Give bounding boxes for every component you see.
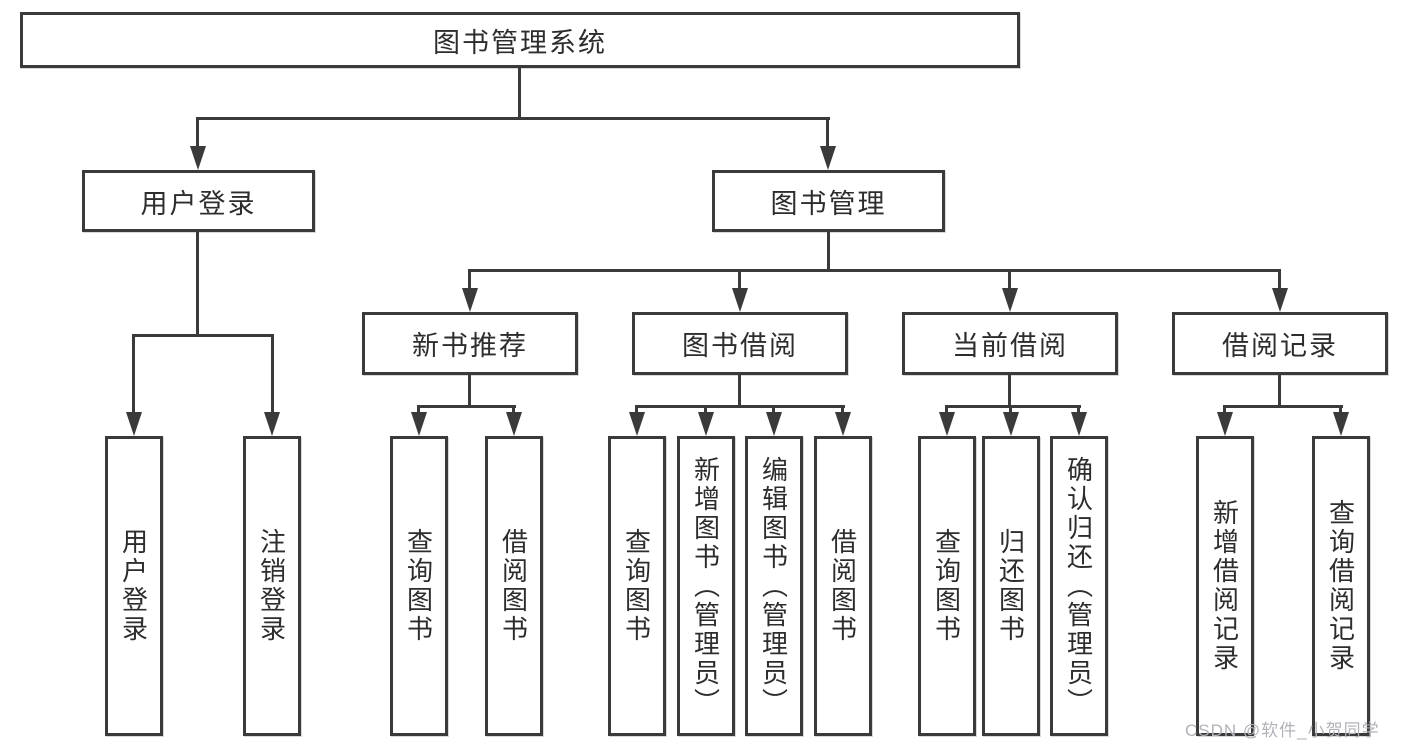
arrowhead-down-icon xyxy=(1002,288,1018,312)
connector-stub xyxy=(1278,269,1281,291)
leaf-user-login: 用户登录 xyxy=(105,436,163,736)
leaf-query-books-recommend: 查询图书 xyxy=(390,436,448,736)
arrowhead-down-icon xyxy=(939,412,955,436)
leaf-query-books-current: 查询图书 xyxy=(918,436,976,736)
connector-stub xyxy=(1077,405,1080,415)
connector-stub xyxy=(512,405,515,415)
arrowhead-down-icon xyxy=(506,412,522,436)
node-user-login: 用户登录 xyxy=(82,170,315,232)
leaf-edit-book-admin: 编辑图书（管理员） xyxy=(745,436,803,736)
connector-stem xyxy=(468,375,471,407)
connector-stub xyxy=(945,405,948,415)
leaf-borrow-books: 借阅图书 xyxy=(814,436,872,736)
connector-stub xyxy=(841,405,844,415)
arrowhead-down-icon xyxy=(190,146,206,170)
connector-stub xyxy=(772,405,775,415)
connector-stem xyxy=(827,232,830,272)
node-new-book-recommend: 新书推荐 xyxy=(362,312,578,375)
leaf-return-books: 归还图书 xyxy=(982,436,1040,736)
arrowhead-down-icon xyxy=(732,288,748,312)
csdn-watermark: CSDN @软件_小贺同学 xyxy=(1185,721,1380,740)
leaf-add-borrow-record: 新增借阅记录 xyxy=(1196,436,1254,736)
arrowhead-down-icon xyxy=(462,288,478,312)
connector-rail xyxy=(133,334,274,337)
connector-stub xyxy=(1009,405,1012,415)
arrowhead-down-icon xyxy=(411,412,427,436)
arrowhead-down-icon xyxy=(835,412,851,436)
arrowhead-down-icon xyxy=(264,412,280,436)
connector-rail xyxy=(636,405,845,408)
connector-stub xyxy=(826,117,829,149)
arrowhead-down-icon xyxy=(698,412,714,436)
leaf-add-book-admin: 新增图书（管理员） xyxy=(677,436,735,736)
node-current-borrowing: 当前借阅 xyxy=(902,312,1118,375)
connector-stub xyxy=(704,405,707,415)
connector-stub xyxy=(738,269,741,291)
connector-stem xyxy=(1278,375,1281,407)
leaf-query-books-borrow: 查询图书 xyxy=(608,436,666,736)
connector-root-stem xyxy=(518,68,521,118)
connector-stub xyxy=(196,117,199,149)
connector-rail xyxy=(1223,405,1343,408)
arrowhead-down-icon xyxy=(766,412,782,436)
node-borrowing-records: 借阅记录 xyxy=(1172,312,1388,375)
connector-stem xyxy=(196,232,199,336)
arrowhead-down-icon xyxy=(1272,288,1288,312)
connector-stub xyxy=(1008,269,1011,291)
connector-rail xyxy=(418,405,516,408)
leaf-logout: 注销登录 xyxy=(243,436,301,736)
arrowhead-down-icon xyxy=(1333,412,1349,436)
connector-stub xyxy=(1223,405,1226,415)
arrowhead-down-icon xyxy=(1217,412,1233,436)
connector-stub xyxy=(271,334,274,414)
arrowhead-down-icon xyxy=(1003,412,1019,436)
leaf-query-borrow-record: 查询借阅记录 xyxy=(1312,436,1370,736)
node-book-borrowing: 图书借阅 xyxy=(632,312,848,375)
connector-stub xyxy=(1339,405,1342,415)
arrowhead-down-icon xyxy=(1071,412,1087,436)
node-library-management-system: 图书管理系统 xyxy=(20,12,1020,68)
connector-stub xyxy=(468,269,471,291)
connector-rail xyxy=(468,269,1281,272)
connector-stub xyxy=(417,405,420,415)
connector-root-rail xyxy=(197,117,830,120)
arrowhead-down-icon xyxy=(629,412,645,436)
connector-stem xyxy=(738,375,741,407)
arrowhead-down-icon xyxy=(126,412,142,436)
connector-stem xyxy=(1008,375,1011,407)
leaf-borrow-books-recommend: 借阅图书 xyxy=(485,436,543,736)
node-book-management: 图书管理 xyxy=(712,170,945,232)
connector-stub xyxy=(132,334,135,414)
leaf-confirm-return-admin: 确认归还（管理员） xyxy=(1050,436,1108,736)
connector-stub xyxy=(635,405,638,415)
connector-rail xyxy=(945,405,1081,408)
arrowhead-down-icon xyxy=(820,146,836,170)
